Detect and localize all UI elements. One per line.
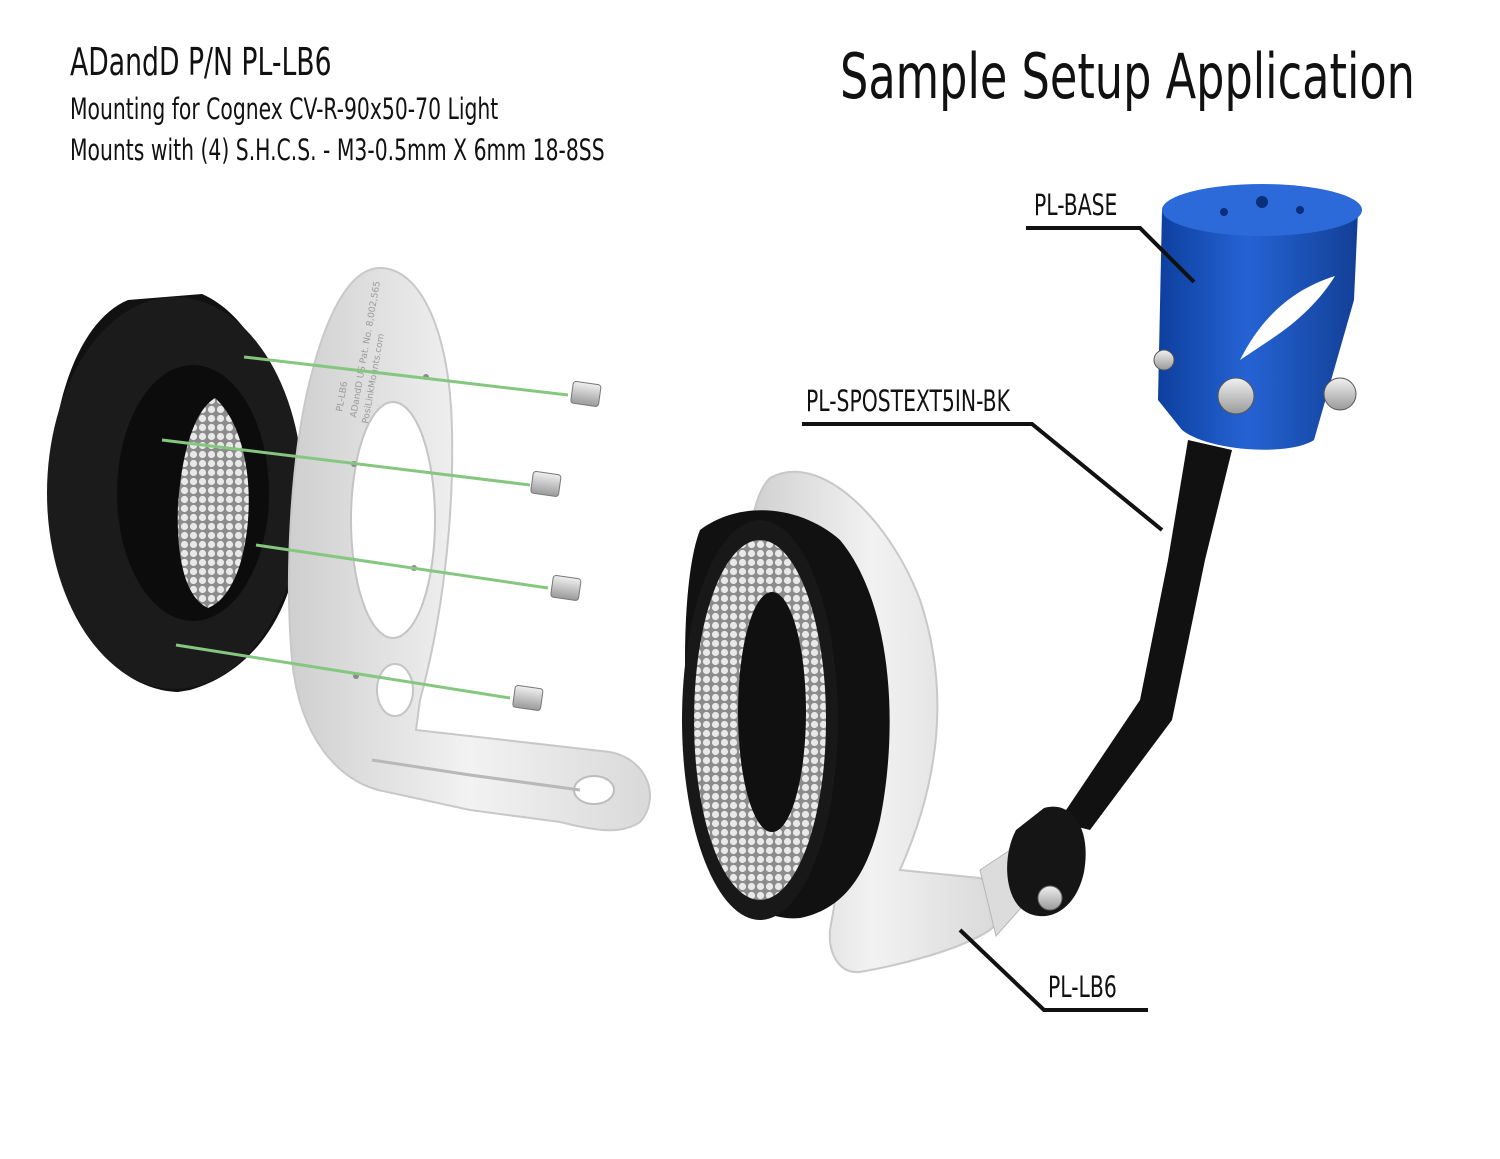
light-ring-exploded [47, 294, 303, 692]
pl-spostext5in-bk-post [1007, 440, 1232, 917]
callout-leaders [802, 226, 1196, 1012]
leader-pl-base [1026, 226, 1196, 284]
callout-pl-spostext5in-bk: PL-SPOSTEXT5IN-BK [806, 384, 1010, 418]
callout-pl-lb6: PL-LB6 [1048, 970, 1117, 1004]
socket-head-cap-screws [512, 380, 602, 711]
pl-lb6-bracket-exploded: PL-LB6 ADandD US Pat. No. 8,002,565 Posi… [288, 266, 651, 832]
leader-pl-lb6 [958, 928, 1148, 1012]
light-ring-assembled [682, 510, 890, 920]
fastener-description: Mounts with (4) S.H.C.S. - M3-0.5mm X 6m… [70, 133, 605, 167]
mounting-description: Mounting for Cognex CV-R-90x50-70 Light [70, 92, 499, 126]
leader-pl-spostext5in-bk [802, 422, 1164, 532]
part-number-title: ADandD P/N PL-LB6 [70, 40, 332, 84]
pl-base-block [1153, 184, 1362, 450]
application-title: Sample Setup Application [840, 40, 1415, 113]
callout-pl-base: PL-BASE [1034, 188, 1118, 222]
screw-paths [161, 355, 569, 700]
